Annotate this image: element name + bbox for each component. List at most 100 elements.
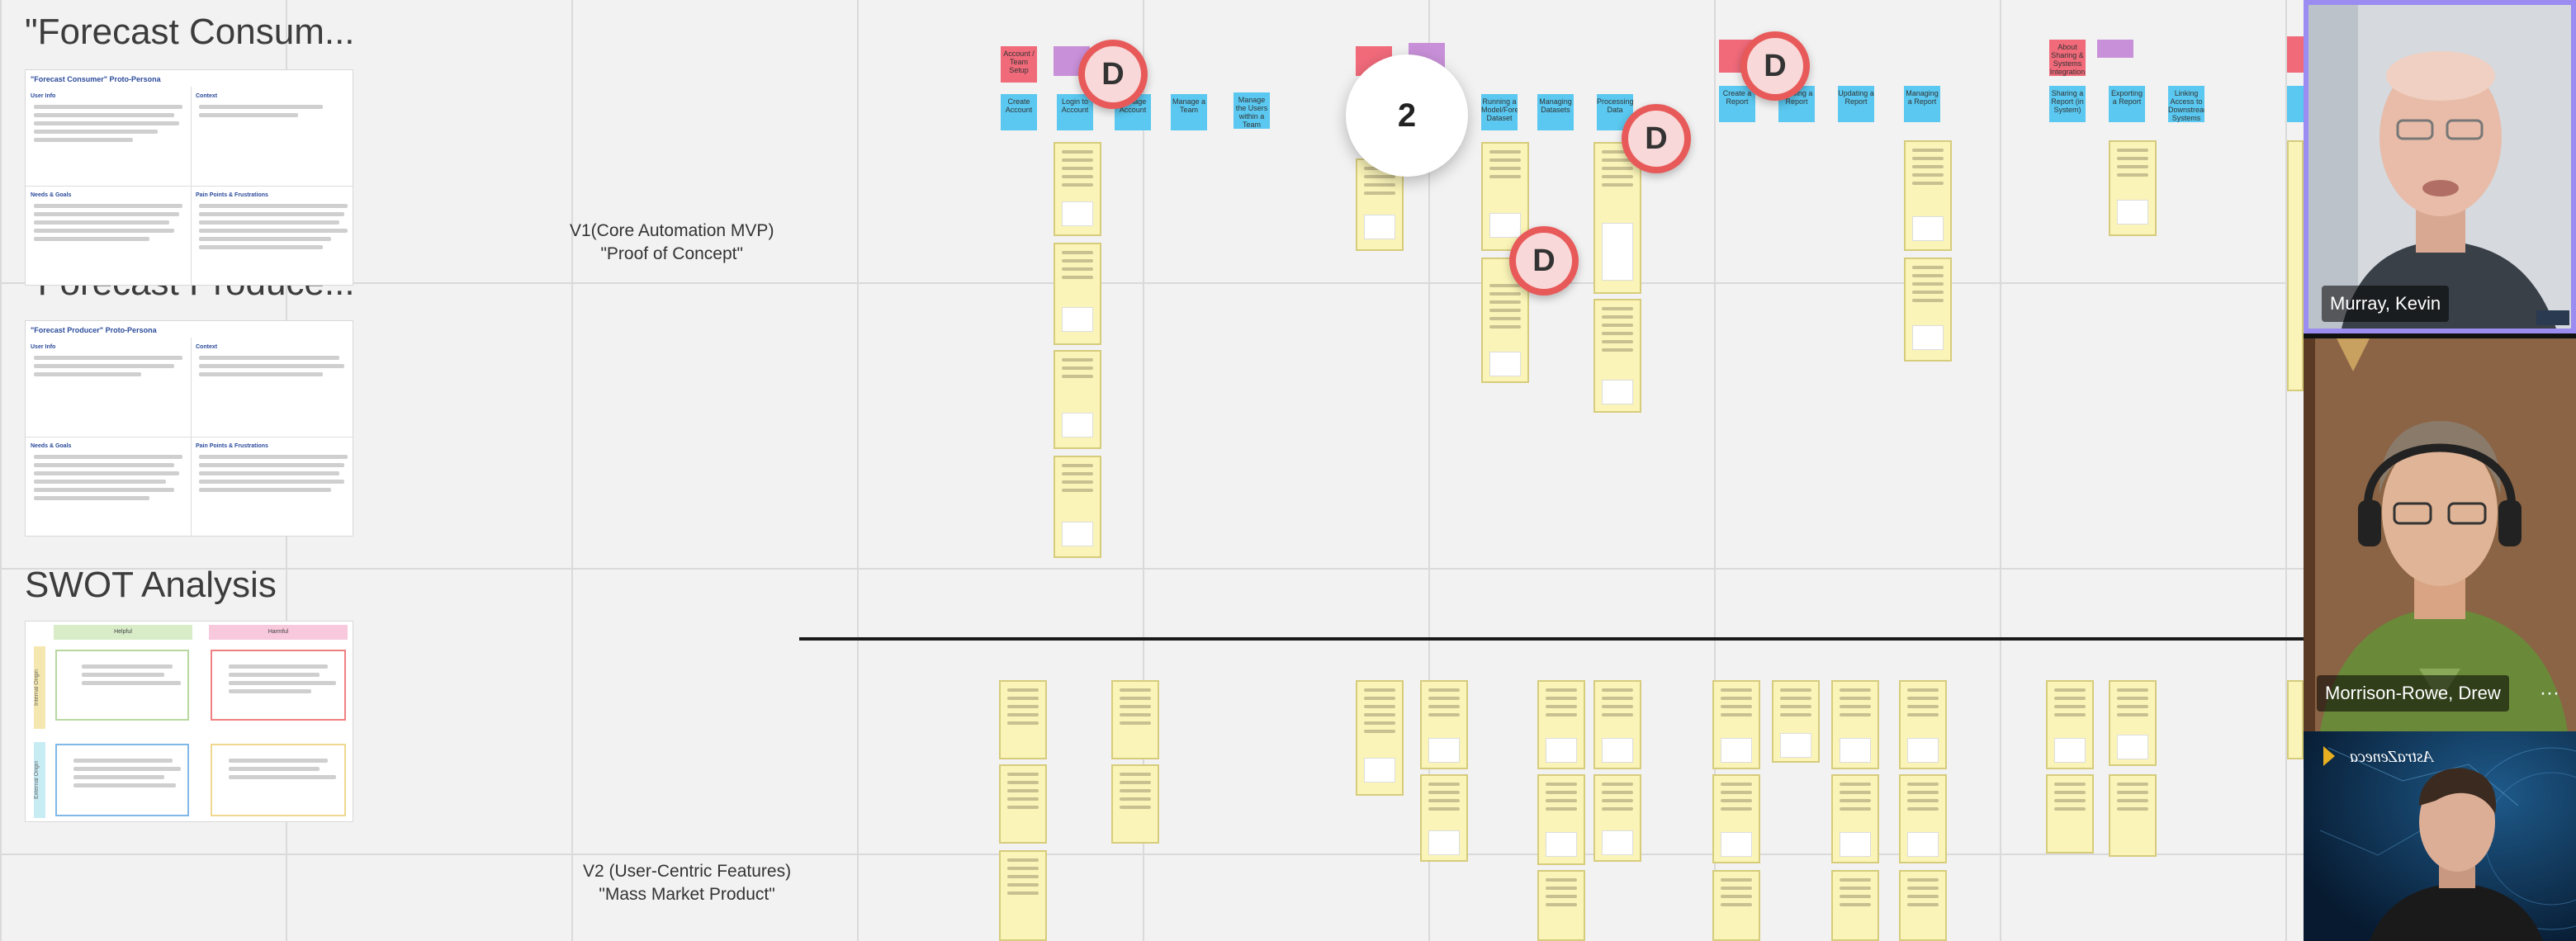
release-v1-label[interactable]: V1(Core Automation MVP) "Proof of Concep…	[570, 220, 774, 266]
story-card[interactable]	[1356, 680, 1404, 796]
task-sticky[interactable]: Running a Model/Forecast Dataset	[1481, 94, 1518, 130]
story-card[interactable]	[999, 850, 1047, 941]
task-sticky[interactable]: Create a Report	[1719, 86, 1755, 122]
story-card[interactable]	[1054, 243, 1101, 345]
collaborator-cursor: D	[1740, 31, 1810, 101]
story-card[interactable]	[1481, 142, 1529, 251]
release-v2-subtitle: "Mass Market Product"	[599, 885, 775, 904]
persona-needs-label: Needs & Goals	[31, 192, 72, 198]
participant-video	[2308, 5, 2571, 329]
task-sticky[interactable]: Exporting a Report	[2109, 86, 2145, 122]
task-sticky[interactable]: Manage a Team	[1171, 94, 1207, 130]
story-card[interactable]	[1593, 680, 1641, 769]
collaborator-initial: D	[1747, 38, 1803, 94]
persona-user-info-label: User Info	[31, 93, 56, 99]
task-sticky[interactable]	[2287, 86, 2304, 122]
task-sticky[interactable]: Managing Datasets	[1537, 94, 1574, 130]
task-sticky[interactable]: Create Account	[1001, 94, 1037, 130]
participant-tile[interactable]: Murray, Kevin	[2304, 0, 2576, 333]
story-card[interactable]	[1772, 680, 1820, 763]
more-options-icon[interactable]: ···	[2540, 682, 2559, 704]
story-card[interactable]	[1537, 870, 1585, 941]
task-sticky[interactable]: Processing Data	[1597, 94, 1633, 130]
frame-title-swot[interactable]: SWOT Analysis	[25, 565, 277, 605]
activity-sticky[interactable]	[2097, 40, 2133, 58]
story-card[interactable]	[2287, 680, 2304, 759]
producer-persona-card[interactable]: "Forecast Producer" Proto-Persona User I…	[25, 320, 353, 537]
release-v2-label[interactable]: V2 (User-Centric Features) "Mass Market …	[583, 860, 791, 906]
persona-user-info-label: User Info	[31, 344, 56, 350]
story-card[interactable]	[999, 680, 1047, 759]
persona-pain-label: Pain Points & Frustrations	[196, 443, 268, 449]
swot-opportunities-box[interactable]	[55, 744, 189, 816]
story-card[interactable]	[2109, 680, 2157, 766]
task-sticky[interactable]: Manage the Users within a Team	[1234, 92, 1270, 129]
release-v1-subtitle: "Proof of Concept"	[600, 244, 743, 263]
story-card[interactable]	[1537, 680, 1585, 769]
story-card[interactable]	[1593, 774, 1641, 862]
collaborator-cursor: D	[1622, 104, 1691, 173]
story-card[interactable]	[999, 764, 1047, 844]
collaborator-initial: D	[1516, 233, 1572, 289]
swot-internal-label: Internal Origin	[34, 646, 45, 729]
activity-sticky[interactable]: Account / Team Setup	[1001, 46, 1037, 83]
task-sticky[interactable]: Linking Access to Downstream Systems	[2168, 86, 2204, 122]
swot-weaknesses-box[interactable]	[211, 650, 346, 721]
story-card[interactable]	[1712, 680, 1760, 769]
story-card[interactable]	[1899, 870, 1947, 941]
company-logo-text: AstraZeneca	[2350, 748, 2434, 766]
story-card[interactable]	[1712, 774, 1760, 863]
swot-analysis-card[interactable]: Helpful Harmful Internal Origin External…	[25, 621, 353, 822]
swot-helpful-header: Helpful	[54, 625, 192, 640]
story-card[interactable]	[1593, 142, 1641, 294]
story-card[interactable]	[1904, 258, 1952, 362]
swot-harmful-header: Harmful	[209, 625, 348, 640]
participant-tile[interactable]: AstraZeneca	[2304, 731, 2576, 941]
story-card[interactable]	[2109, 140, 2157, 236]
story-card[interactable]	[2046, 774, 2094, 854]
story-card[interactable]	[1111, 680, 1159, 759]
story-card[interactable]	[1899, 680, 1947, 769]
activity-sticky[interactable]: About Sharing & Systems Integration	[2049, 40, 2086, 76]
participant-name: Murray, Kevin	[2322, 286, 2450, 322]
cluster-count-bubble[interactable]: 2	[1346, 54, 1468, 177]
story-card[interactable]	[1054, 350, 1101, 449]
swot-strengths-box[interactable]	[55, 650, 189, 721]
story-card[interactable]	[2287, 140, 2304, 391]
video-call-panel: Murray, Kevin Morrison-Rowe, Drew ···	[2304, 0, 2576, 941]
story-card[interactable]	[2109, 774, 2157, 857]
collaborator-initial: D	[1628, 111, 1684, 167]
whiteboard-canvas[interactable]: "Forecast Consum... "Forecast Produce...…	[0, 0, 2304, 941]
swot-threats-box[interactable]	[211, 744, 346, 816]
story-card[interactable]	[1537, 774, 1585, 865]
story-card[interactable]	[1712, 870, 1760, 941]
story-card[interactable]	[1831, 774, 1879, 863]
persona-context-label: Context	[196, 93, 218, 99]
frame-title-consumer[interactable]: "Forecast Consum...	[25, 12, 355, 52]
story-card[interactable]	[1420, 774, 1468, 862]
task-sticky[interactable]: Managing a Report	[1904, 86, 1940, 122]
story-card[interactable]	[1054, 142, 1101, 236]
consumer-persona-card[interactable]: "Forecast Consumer" Proto-Persona User I…	[25, 69, 353, 286]
story-card[interactable]	[1899, 774, 1947, 863]
story-card[interactable]	[1111, 764, 1159, 844]
task-sticky[interactable]: Login to Account	[1057, 94, 1093, 130]
story-card[interactable]	[1481, 258, 1529, 383]
activity-sticky[interactable]	[2287, 36, 2304, 73]
story-card[interactable]	[1054, 456, 1101, 558]
story-card[interactable]	[1593, 299, 1641, 413]
task-sticky[interactable]: Updating a Report	[1838, 86, 1874, 122]
story-card[interactable]	[1831, 870, 1879, 941]
task-sticky[interactable]: Sharing a Report (in System)	[2049, 86, 2086, 122]
story-card[interactable]	[1420, 680, 1468, 769]
collaborator-cursor: D	[1509, 226, 1579, 296]
release-v2-title: V2 (User-Centric Features)	[583, 862, 792, 881]
persona-title: "Forecast Consumer" Proto-Persona	[31, 75, 161, 83]
persona-pain-label: Pain Points & Frustrations	[196, 192, 268, 198]
story-card[interactable]	[1831, 680, 1879, 769]
participant-tile[interactable]: Morrison-Rowe, Drew ···	[2304, 338, 2576, 731]
story-card[interactable]	[1904, 140, 1952, 251]
participant-video	[2304, 731, 2576, 941]
story-card[interactable]	[2046, 680, 2094, 769]
collaborator-cursor: D	[1078, 40, 1148, 109]
